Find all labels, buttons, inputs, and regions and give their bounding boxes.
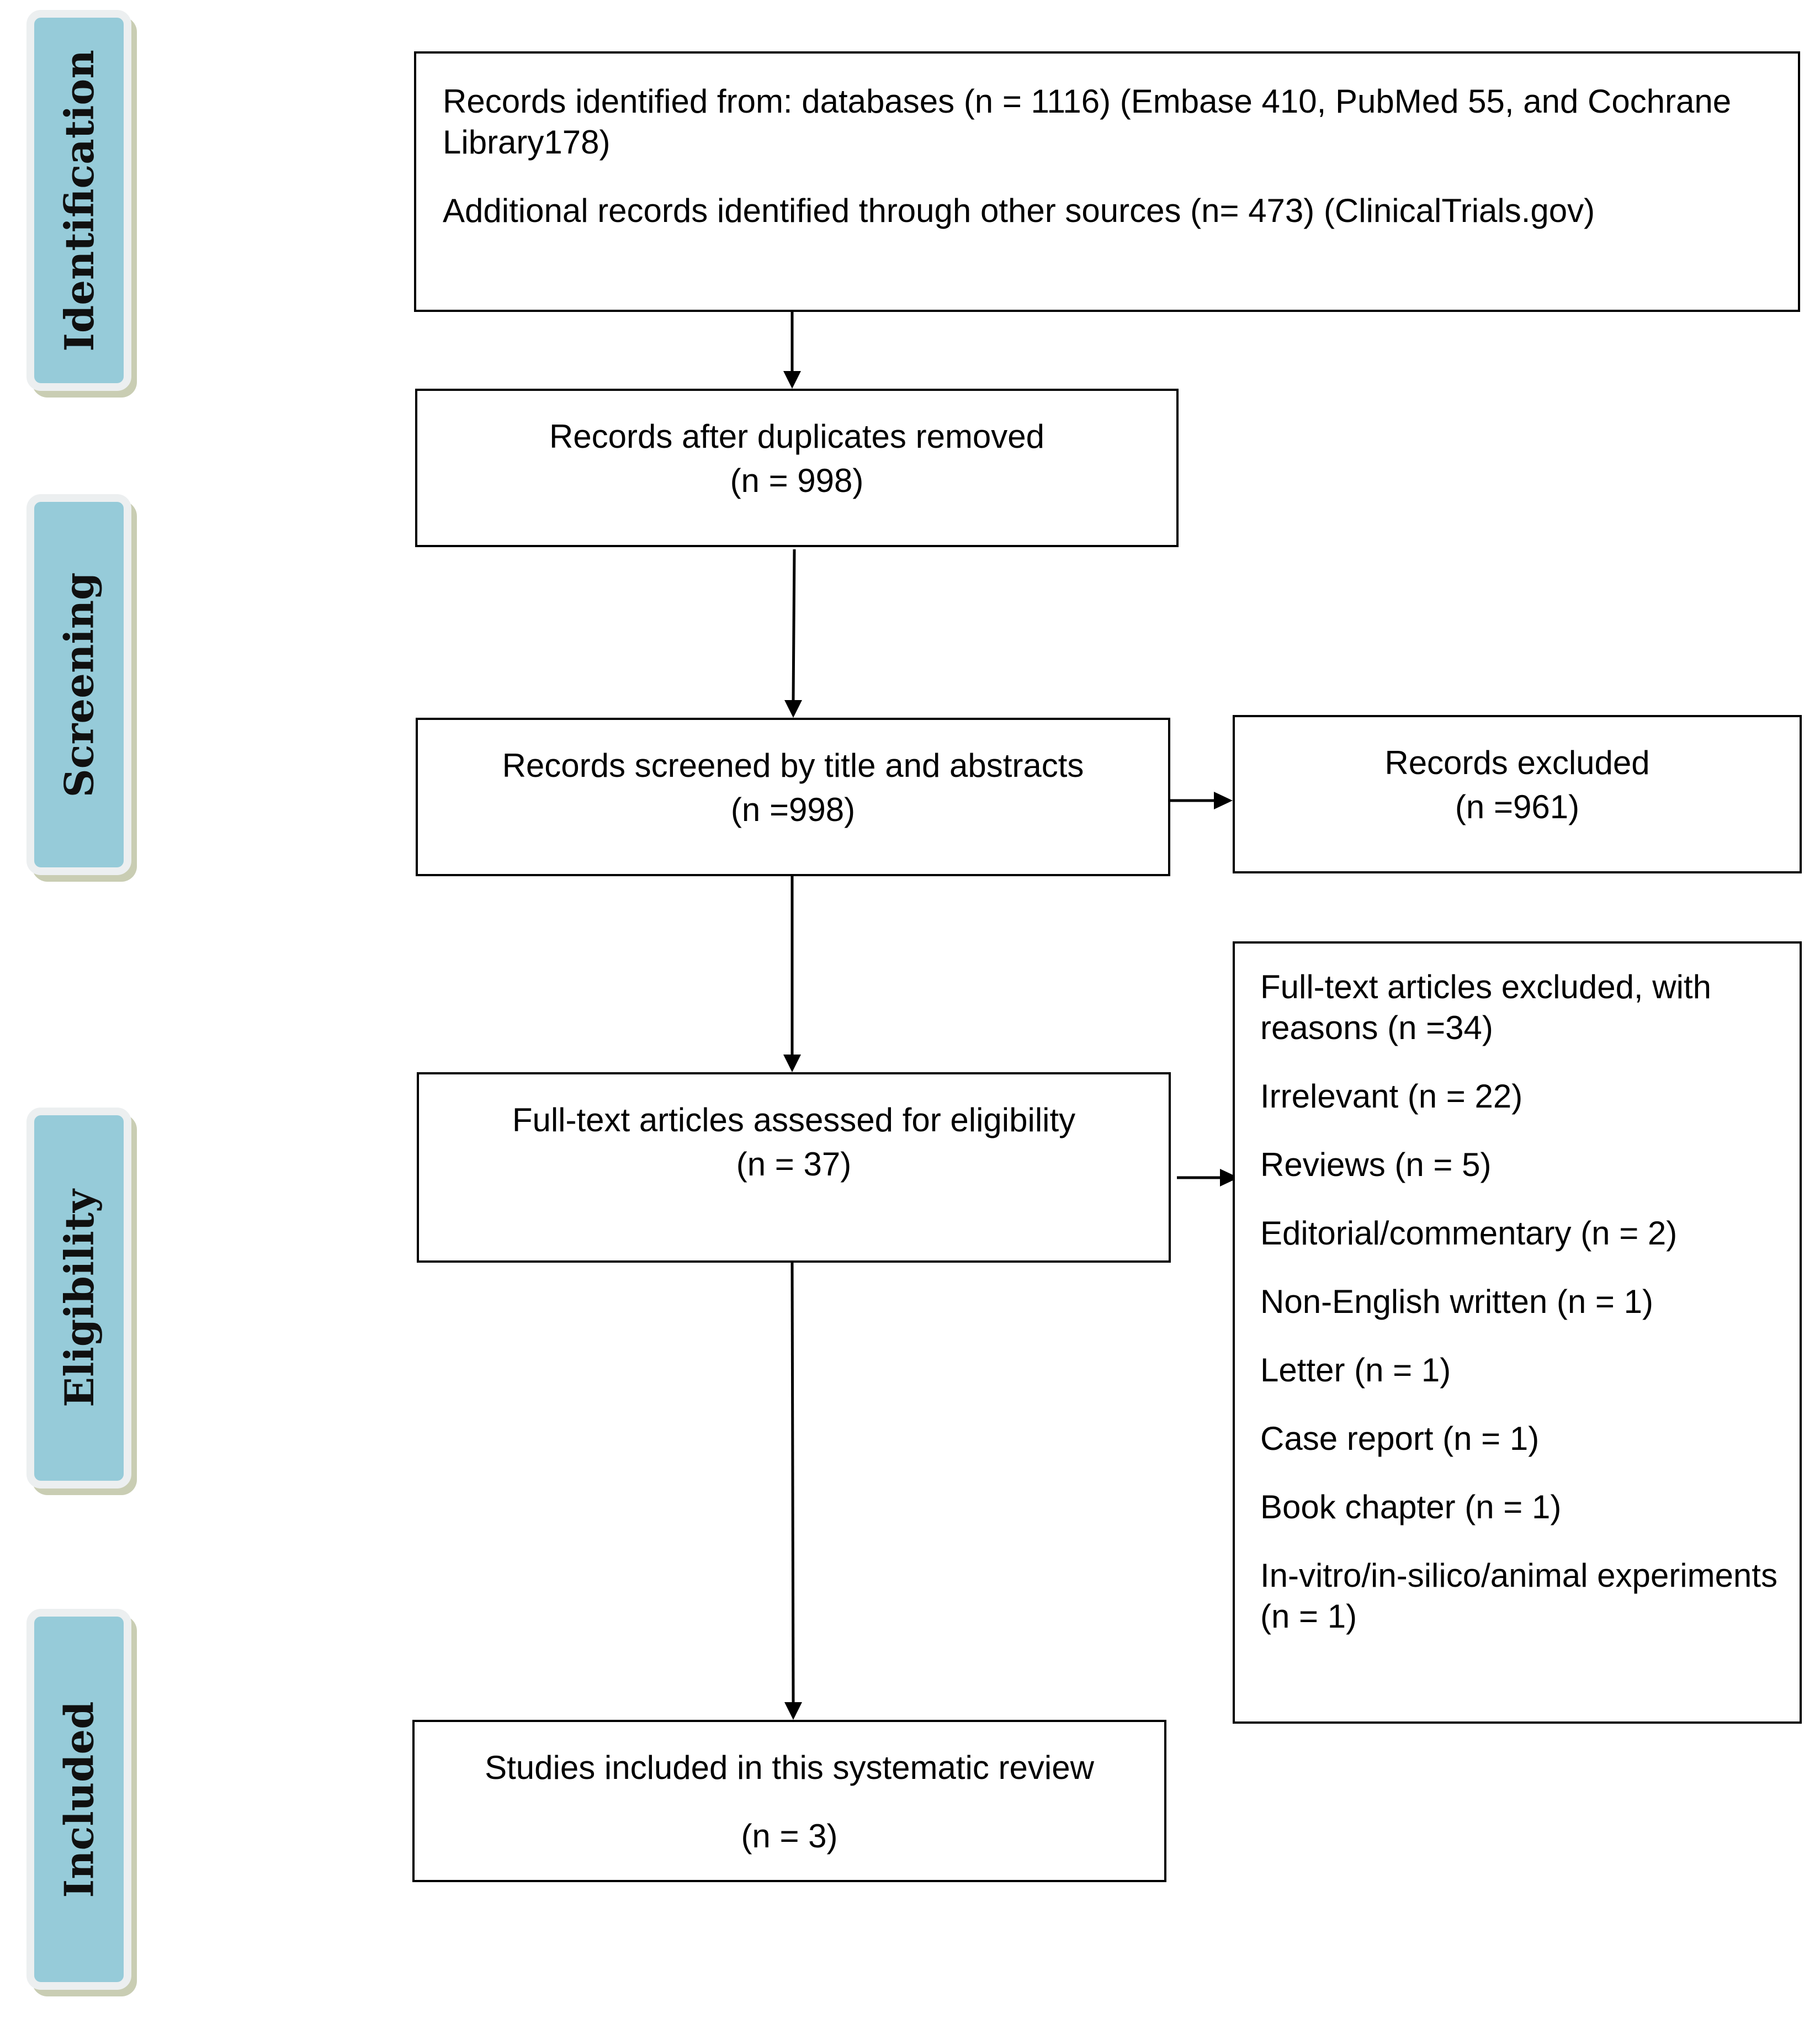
exclusion-reason: Case report (n = 1) xyxy=(1260,1420,1540,1457)
records-identified-databases: Records identified from: databases (n = … xyxy=(443,83,1732,161)
arrowhead xyxy=(783,1055,801,1072)
records-excluded-count: (n =961) xyxy=(1455,788,1580,825)
stage-included: Included xyxy=(26,1609,131,1990)
arrowhead xyxy=(784,1702,802,1720)
arrow-duplicates-to-screened xyxy=(792,549,796,701)
arrowhead xyxy=(1214,792,1233,809)
records-after-duplicates-box: Records after duplicates removed (n = 99… xyxy=(415,389,1179,547)
exclusion-reason: Book chapter (n = 1) xyxy=(1260,1488,1562,1525)
fulltext-excluded-box: Full-text articles excluded, with reason… xyxy=(1233,941,1802,1724)
studies-included-title: Studies included in this systematic revi… xyxy=(485,1749,1094,1786)
stage-identification: Identification xyxy=(26,10,131,391)
exclusion-reason: Letter (n = 1) xyxy=(1260,1352,1451,1389)
studies-included-box: Studies included in this systematic revi… xyxy=(412,1720,1166,1882)
fulltext-assessed-box: Full-text articles assessed for eligibil… xyxy=(417,1072,1171,1263)
fulltext-assessed-count: (n = 37) xyxy=(736,1146,852,1183)
arrowhead xyxy=(783,371,801,389)
records-screened-title: Records screened by title and abstracts xyxy=(502,747,1084,784)
exclusion-reason: In-vitro/in-silico/animal experiments (n… xyxy=(1260,1557,1777,1635)
arrow-assessed-to-included xyxy=(790,1262,795,1703)
records-after-duplicates-title: Records after duplicates removed xyxy=(549,418,1045,455)
arrowhead xyxy=(784,700,802,718)
fulltext-excluded-title: Full-text articles excluded, with reason… xyxy=(1260,968,1711,1046)
records-excluded-title: Records excluded xyxy=(1384,744,1650,781)
records-identified-box: Records identified from: databases (n = … xyxy=(414,51,1800,312)
fulltext-assessed-title: Full-text articles assessed for eligibil… xyxy=(512,1101,1076,1138)
exclusion-reason: Non-English written (n = 1) xyxy=(1260,1283,1653,1320)
exclusion-reason: Reviews (n = 5) xyxy=(1260,1146,1492,1183)
records-identified-other-sources: Additional records identified through ot… xyxy=(443,192,1595,229)
records-after-duplicates-count: (n = 998) xyxy=(730,462,864,499)
records-screened-box: Records screened by title and abstracts … xyxy=(416,718,1170,876)
records-screened-count: (n =998) xyxy=(730,791,856,828)
arrowhead xyxy=(1220,1169,1239,1186)
stage-screening: Screening xyxy=(26,494,131,875)
exclusion-reason: Editorial/commentary (n = 2) xyxy=(1260,1215,1678,1252)
stage-eligibility: Eligibility xyxy=(26,1108,131,1488)
records-excluded-box: Records excluded (n =961) xyxy=(1233,715,1802,873)
studies-included-count: (n = 3) xyxy=(741,1818,838,1855)
exclusion-reason: Irrelevant (n = 22) xyxy=(1260,1078,1523,1115)
